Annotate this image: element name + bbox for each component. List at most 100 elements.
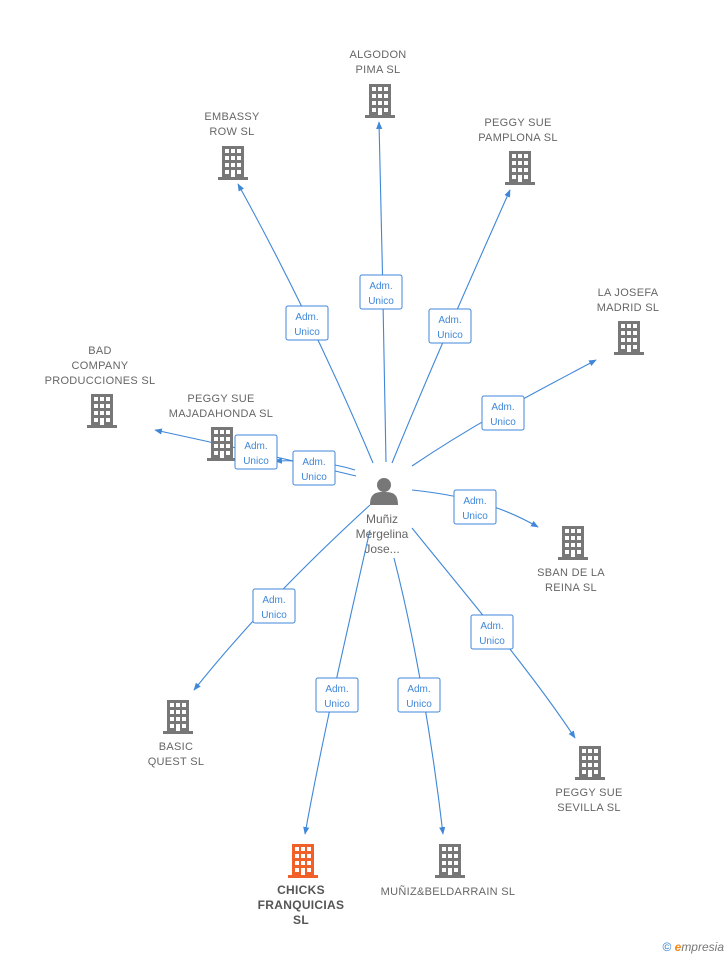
company-label-line: MAJADAHONDA SL: [169, 408, 273, 420]
role-badge-text: Unico: [406, 699, 432, 710]
role-badge-frame: [234, 434, 278, 470]
role-badge-sban[interactable]: Adm. Unico: [453, 489, 497, 525]
building-icon: [163, 700, 193, 734]
company-label-line: PIMA SL: [356, 64, 401, 76]
building-icon: [505, 151, 535, 185]
role-badge-frame: [285, 305, 329, 341]
role-badge-text: Adm.: [438, 315, 461, 326]
nodes-layer: ALGODON PIMA SL EMBASSY ROW SL PEGGY SUE PAMP…: [45, 49, 660, 927]
brand-logo-e: e: [674, 940, 682, 954]
company-node-peggy-majadahonda[interactable]: PEGGY SUE MAJADAHONDA SL: [169, 393, 273, 461]
role-badge-text: Adm.: [295, 312, 318, 323]
company-label-line: MUÑIZ&BELDARRAIN SL: [381, 885, 516, 898]
role-badge-peggy-sevilla[interactable]: Adm. Unico: [470, 614, 514, 650]
company-node-la-josefa[interactable]: LA JOSEFA MADRID SL: [597, 287, 660, 355]
role-badge-text: Adm.: [463, 496, 486, 507]
building-icon: [218, 146, 248, 180]
role-badge-algodon[interactable]: Adm. Unico: [359, 274, 403, 310]
company-node-algodon[interactable]: ALGODON PIMA SL: [349, 49, 406, 118]
footer-brand[interactable]: © empresia: [662, 940, 724, 954]
company-label-line: EMBASSY: [204, 111, 260, 123]
role-badge-frame: [292, 450, 336, 486]
role-badge-frame: [453, 489, 497, 525]
building-icon: [288, 844, 318, 878]
role-badge-bad-company[interactable]: Adm.Unico: [234, 434, 278, 470]
company-label: PEGGY SUE PAMPLONA SL: [478, 117, 558, 144]
role-badge-frame: [315, 677, 359, 713]
role-badge-frame: [359, 274, 403, 310]
company-label-line: REINA SL: [545, 582, 597, 594]
role-badge-text: Unico: [324, 699, 350, 710]
building-icon: [207, 427, 237, 461]
company-label-line: LA JOSEFA: [598, 287, 659, 299]
building-icon: [558, 526, 588, 560]
role-badge-frame: [470, 614, 514, 650]
role-badge-embassy[interactable]: Adm. Unico: [285, 305, 329, 341]
company-label: PEGGY SUE SEVILLA SL: [555, 787, 622, 814]
company-label-line: PAMPLONA SL: [478, 132, 558, 144]
company-label-line: COMPANY: [72, 360, 129, 372]
company-label: BAD COMPANY PRODUCCIONES SL: [45, 345, 156, 387]
role-badge-frame: [428, 308, 472, 344]
company-node-munizbeldarrain[interactable]: MUÑIZ&BELDARRAIN SL: [381, 844, 516, 898]
role-badge-text: Adm.: [480, 621, 503, 632]
person-label-line: Jose...: [364, 542, 399, 556]
company-label-line: MADRID SL: [597, 302, 660, 314]
company-label-line: PEGGY SUE: [187, 393, 254, 405]
company-label: MUÑIZ&BELDARRAIN SL: [381, 885, 516, 898]
building-icon: [575, 746, 605, 780]
company-label: ALGODON PIMA SL: [349, 49, 406, 76]
role-badge-text: Adm.: [302, 457, 325, 468]
building-icon: [365, 84, 395, 118]
company-label-line: SEVILLA SL: [557, 802, 621, 814]
company-node-embassy[interactable]: EMBASSY ROW SL: [204, 111, 260, 180]
role-badge-text: Unico: [368, 296, 394, 307]
company-label-line: BAD: [88, 345, 112, 357]
person-head: [377, 478, 391, 492]
person-body: [370, 492, 398, 505]
company-label-line: PEGGY SUE: [484, 117, 551, 129]
role-badge-text: Unico: [490, 417, 516, 428]
company-node-peggy-pamplona[interactable]: PEGGY SUE PAMPLONA SL: [478, 117, 558, 185]
company-label-line: ALGODON: [349, 49, 406, 61]
role-badge-frame: [397, 677, 441, 713]
person-icon: [370, 478, 398, 505]
company-label-line: PEGGY SUE: [555, 787, 622, 799]
role-badge-peggy-majadahonda[interactable]: Adm. Unico: [292, 450, 336, 486]
role-badge-la-josefa[interactable]: Adm. Unico: [481, 395, 525, 431]
building-icon: [435, 844, 465, 878]
company-label: LA JOSEFA MADRID SL: [597, 287, 660, 314]
role-badge-munizbeldarrain[interactable]: Adm.Unico: [397, 677, 441, 713]
role-badge-text: Unico: [437, 330, 463, 341]
edges-layer: [154, 121, 597, 835]
role-badge-text: Unico: [294, 327, 320, 338]
company-label-line: QUEST SL: [148, 756, 205, 768]
role-badge-text: Adm.: [491, 402, 514, 413]
roles-layer: Adm.UnicoAdm.UnicoAdm.UnicoAdm.UnicoAdm.…: [234, 274, 525, 713]
role-badge-text: Adm.: [369, 281, 392, 292]
role-badge-basic-quest[interactable]: Adm.Unico: [252, 588, 296, 624]
role-badge-frame: [481, 395, 525, 431]
brand-name: mpresia: [681, 940, 724, 954]
company-node-peggy-sevilla[interactable]: PEGGY SUE SEVILLA SL: [555, 746, 622, 814]
role-badge-text: Unico: [462, 511, 488, 522]
role-badge-text: Adm.: [262, 595, 285, 606]
role-badge-peggy-pamplona[interactable]: Adm. Unico: [428, 308, 472, 344]
company-label-line: FRANQUICIAS: [258, 898, 345, 912]
company-label: PEGGY SUE MAJADAHONDA SL: [169, 393, 273, 420]
role-badge-chicks[interactable]: Adm. Unico: [315, 677, 359, 713]
role-badge-text: Adm.: [325, 684, 348, 695]
role-badge-text: Unico: [479, 636, 505, 647]
role-badge-text: Unico: [301, 472, 327, 483]
company-node-bad-company[interactable]: BAD COMPANY PRODUCCIONES SL: [45, 345, 156, 428]
company-label-line: ROW SL: [209, 126, 254, 138]
company-label-line: PRODUCCIONES SL: [45, 375, 156, 387]
